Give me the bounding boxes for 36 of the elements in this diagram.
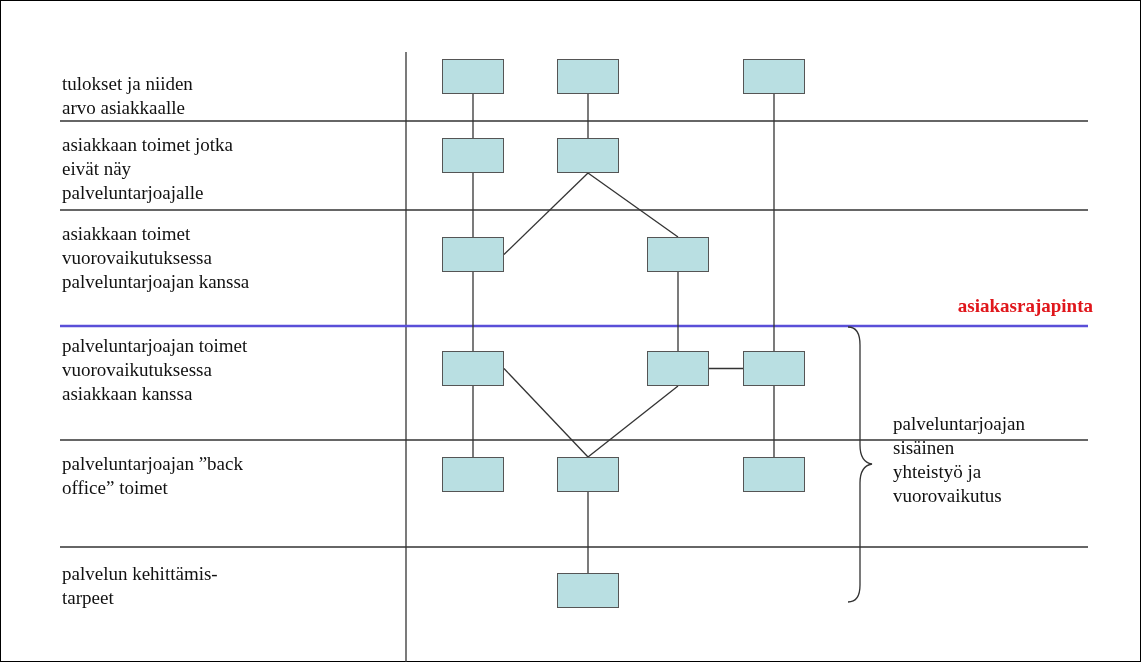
process-box	[442, 59, 504, 94]
lane-label: asiakkaan toimet jotka eivät näy palveluntarjoajalle	[62, 133, 234, 205]
connector-line	[503, 172, 589, 256]
connector-line	[708, 367, 744, 370]
lane-label: palveluntarjoajan toimet vuorovaikutuksessa asiakkaan kanssa	[62, 334, 249, 406]
process-box	[442, 457, 504, 492]
lane-label: palveluntarjoajan ”back office” toimet	[62, 452, 244, 500]
connector-line	[472, 172, 474, 238]
process-box	[743, 59, 805, 94]
connector-line	[773, 93, 775, 352]
interface-label: asiakasrajapinta	[956, 294, 1093, 318]
lane-label: asiakkaan toimet vuorovaikutuksessa palveluntarjoajan kanssa	[62, 222, 251, 294]
lane-label: palvelun kehittämis- tarpeet	[62, 562, 219, 610]
connector-line	[472, 385, 474, 458]
connector-line	[773, 385, 775, 458]
connector-line	[587, 93, 589, 139]
lane-label: tulokset ja niiden arvo asiakkaalle	[62, 72, 194, 120]
connector-line	[472, 271, 474, 352]
connector-line	[587, 491, 589, 574]
connector-line	[503, 367, 589, 458]
connector-line	[587, 172, 679, 238]
process-box	[743, 457, 805, 492]
bracket-note: palveluntarjoajan sisäinen yhteistyö ja vuorovaikutus	[893, 412, 1026, 508]
process-box	[557, 573, 619, 608]
connector-line	[472, 93, 474, 139]
connector-line	[587, 385, 679, 458]
process-box	[557, 59, 619, 94]
process-box	[442, 351, 504, 386]
connector-line	[677, 271, 679, 352]
process-box	[557, 457, 619, 492]
process-box	[557, 138, 619, 173]
process-box	[442, 237, 504, 272]
process-box	[647, 237, 709, 272]
process-box	[743, 351, 805, 386]
process-box	[647, 351, 709, 386]
process-box	[442, 138, 504, 173]
